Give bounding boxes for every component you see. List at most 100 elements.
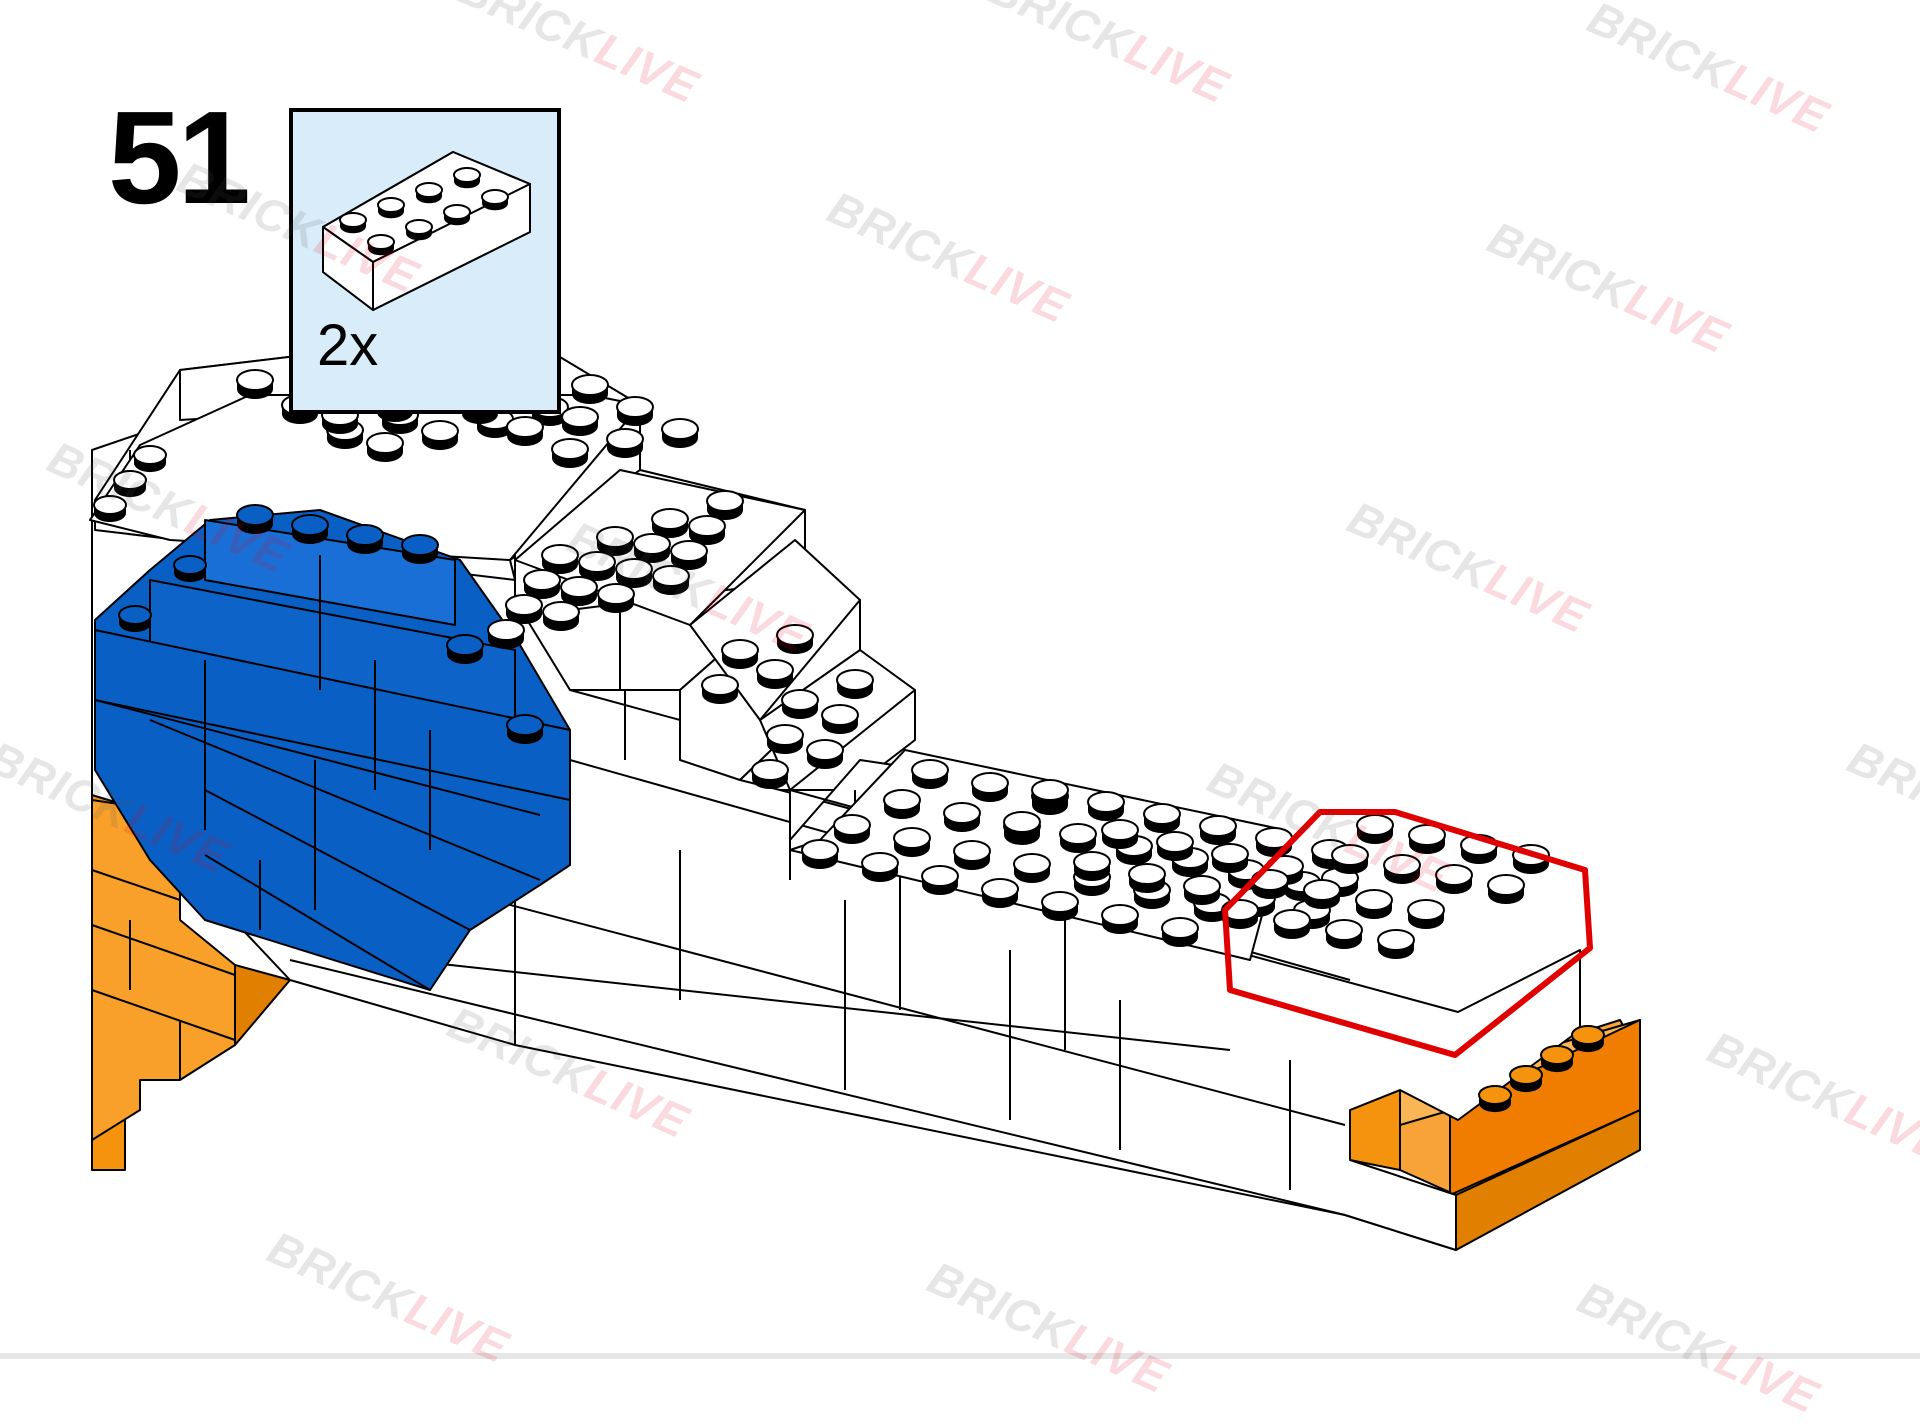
stud xyxy=(560,576,598,606)
stud xyxy=(670,540,708,570)
bottom-strip xyxy=(0,1353,1920,1359)
part-2x4-brick-icon xyxy=(322,151,531,311)
stud xyxy=(415,182,443,204)
step-number: 51 xyxy=(108,84,251,231)
stud xyxy=(133,445,167,473)
stud xyxy=(893,827,931,857)
stud xyxy=(453,167,481,189)
orange-base-left xyxy=(91,794,291,1171)
stud xyxy=(651,508,689,538)
stud xyxy=(1199,815,1237,845)
stud xyxy=(781,689,819,719)
stud xyxy=(405,219,433,241)
stud xyxy=(616,396,654,426)
stud xyxy=(578,551,616,581)
stud xyxy=(861,852,899,882)
stud xyxy=(542,601,580,631)
stud xyxy=(506,416,544,446)
stud xyxy=(367,234,395,256)
stud xyxy=(596,526,634,556)
stud xyxy=(113,470,147,498)
stud xyxy=(1355,889,1393,919)
stud xyxy=(1408,824,1446,854)
stud xyxy=(1509,1065,1543,1093)
stud xyxy=(597,583,635,613)
parts-callout: 2x xyxy=(289,108,561,414)
stud xyxy=(506,714,544,744)
stud xyxy=(652,565,690,595)
blue-patch xyxy=(94,509,571,991)
stud xyxy=(751,759,789,789)
new-piece-highlight xyxy=(1222,809,1593,1058)
stud xyxy=(1059,823,1097,853)
stud xyxy=(661,418,699,448)
stud xyxy=(806,739,844,769)
stud xyxy=(446,634,484,664)
stud xyxy=(487,619,525,649)
stud xyxy=(706,490,744,520)
stud xyxy=(1143,803,1181,833)
stud xyxy=(1101,904,1139,934)
stud xyxy=(1571,1025,1605,1053)
parts-quantity: 2x xyxy=(317,313,379,378)
stud xyxy=(1087,791,1125,821)
stud xyxy=(1156,831,1194,861)
stud xyxy=(615,558,653,588)
stud xyxy=(1303,879,1341,909)
stud xyxy=(1101,819,1139,849)
stud xyxy=(346,524,384,554)
stud xyxy=(523,569,561,599)
stud xyxy=(721,639,759,669)
stud xyxy=(801,839,839,869)
stud xyxy=(443,204,471,226)
stud xyxy=(1487,874,1525,904)
stud xyxy=(571,374,609,404)
stud xyxy=(633,533,671,563)
stud xyxy=(1540,1045,1574,1073)
stud xyxy=(1383,854,1421,884)
stud xyxy=(1251,869,1289,899)
stud xyxy=(401,534,439,564)
stud xyxy=(756,659,794,689)
stud xyxy=(953,840,991,870)
stud xyxy=(505,594,543,624)
stud xyxy=(836,669,874,699)
stud xyxy=(1325,919,1363,949)
stud xyxy=(236,369,274,399)
stud xyxy=(943,802,981,832)
stud xyxy=(541,544,579,574)
stud xyxy=(366,432,404,462)
stud xyxy=(481,189,509,211)
stud xyxy=(766,724,804,754)
stud xyxy=(173,555,207,583)
stud xyxy=(1031,779,1069,809)
stud xyxy=(776,624,814,654)
stud xyxy=(1183,875,1221,905)
stud xyxy=(1377,929,1415,959)
stud xyxy=(1128,863,1166,893)
stud xyxy=(1013,853,1051,883)
stud xyxy=(1331,844,1369,874)
stud xyxy=(1478,1085,1512,1113)
stud xyxy=(1073,851,1111,881)
stud xyxy=(1273,909,1311,939)
stud xyxy=(291,514,329,544)
stud xyxy=(1115,835,1153,865)
stud xyxy=(911,759,949,789)
stud xyxy=(981,878,1019,908)
stud xyxy=(421,420,459,450)
stud xyxy=(339,212,367,234)
stud xyxy=(921,865,959,895)
stud xyxy=(688,515,726,545)
stud xyxy=(377,197,405,219)
stud xyxy=(1356,814,1394,844)
stud xyxy=(821,704,859,734)
stud xyxy=(1161,917,1199,947)
stud xyxy=(701,674,739,704)
stud xyxy=(1435,864,1473,894)
stud xyxy=(1407,899,1445,929)
stud xyxy=(236,504,274,534)
stud xyxy=(118,605,152,633)
stud xyxy=(551,438,589,468)
stud xyxy=(1003,811,1041,841)
